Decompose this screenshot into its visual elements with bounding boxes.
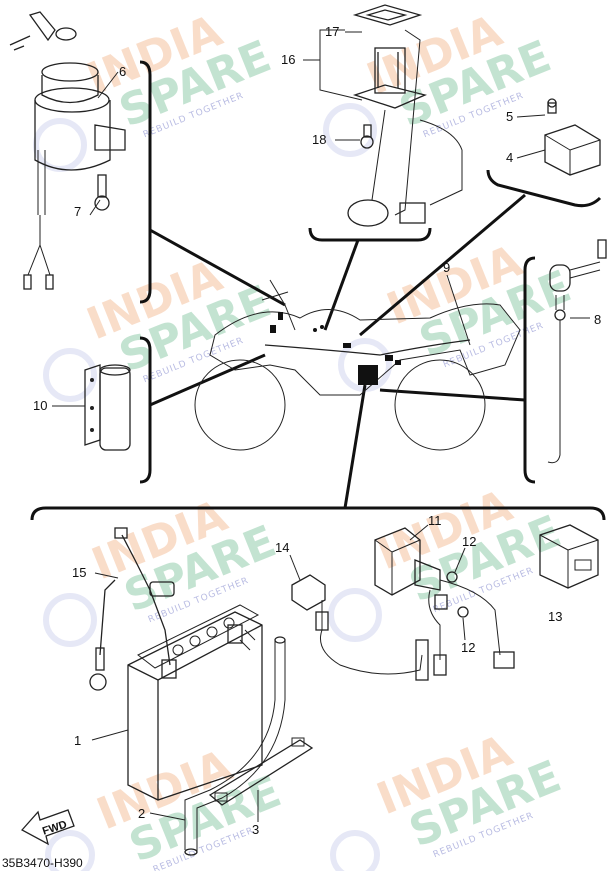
battery (127, 604, 263, 801)
connector-line (379, 388, 526, 402)
front-wheel (194, 359, 286, 451)
connector-line (149, 228, 286, 307)
switch-body (34, 100, 111, 171)
callout-2: 2 (138, 806, 145, 821)
rear-wheel (394, 359, 486, 451)
screw-icon (94, 195, 110, 211)
callout-9: 9 (443, 260, 450, 275)
relay-13 (539, 524, 599, 589)
callout-11: 11 (428, 513, 442, 528)
callout-1: 1 (74, 733, 81, 748)
part-10-bracket (84, 364, 131, 451)
section-brackets (30, 60, 606, 521)
callout-6: 6 (119, 64, 126, 79)
switch-upper (41, 75, 99, 104)
callout-15: 15 (72, 565, 86, 580)
callout-4: 4 (506, 150, 513, 165)
callout-12-lower: 12 (461, 640, 475, 655)
callout-8: 8 (594, 312, 601, 327)
forward-arrow-icon (20, 809, 75, 846)
relay-unit (544, 98, 601, 176)
callout-13: 13 (548, 609, 562, 624)
fuel-sender-unit (347, 4, 463, 227)
bracket-part10 (139, 336, 152, 484)
connector-line (149, 353, 266, 407)
connector-line (343, 384, 367, 509)
bracket-part8 (523, 256, 536, 484)
fwd-arrow: FWD (20, 809, 75, 846)
bracket-fuel-sender (308, 227, 432, 242)
fuse-holder (291, 574, 429, 681)
handlebar (261, 279, 296, 331)
key-icon (28, 11, 56, 42)
motorcycle-outline (194, 279, 521, 451)
wiring-harness-path (264, 339, 471, 356)
nut-icon (457, 606, 469, 618)
breather-pipe (184, 629, 286, 856)
connector-line (359, 193, 526, 337)
starter-relay (374, 527, 515, 676)
callout-7: 7 (74, 204, 81, 219)
harness-junction (358, 365, 378, 385)
callout-12-upper: 12 (462, 534, 476, 549)
part-8-switch (547, 239, 607, 464)
callout-10: 10 (33, 398, 47, 413)
bracket-part4 (486, 169, 602, 208)
connector-lines (149, 193, 526, 509)
callout-17: 17 (325, 24, 339, 39)
diagram-code: 35B3470-H390 (2, 856, 83, 870)
callout-3: 3 (252, 822, 259, 837)
callout-18: 18 (312, 132, 326, 147)
callout-5: 5 (506, 109, 513, 124)
bracket-ignition (139, 60, 152, 304)
battery-lead (89, 527, 175, 691)
connector-line (323, 239, 360, 331)
watermark-group: INDIA SPARE REBUILD TOGETHER INDIA SPARE… (33, 5, 578, 871)
callout-16: 16 (281, 52, 295, 67)
bracket-bottom (30, 506, 606, 521)
motorcycle-body (209, 303, 521, 396)
ignition-switch (9, 11, 126, 290)
gasket (352, 4, 423, 26)
callout-14: 14 (275, 540, 289, 555)
nut-icon (446, 571, 458, 583)
battery-band (208, 737, 314, 806)
